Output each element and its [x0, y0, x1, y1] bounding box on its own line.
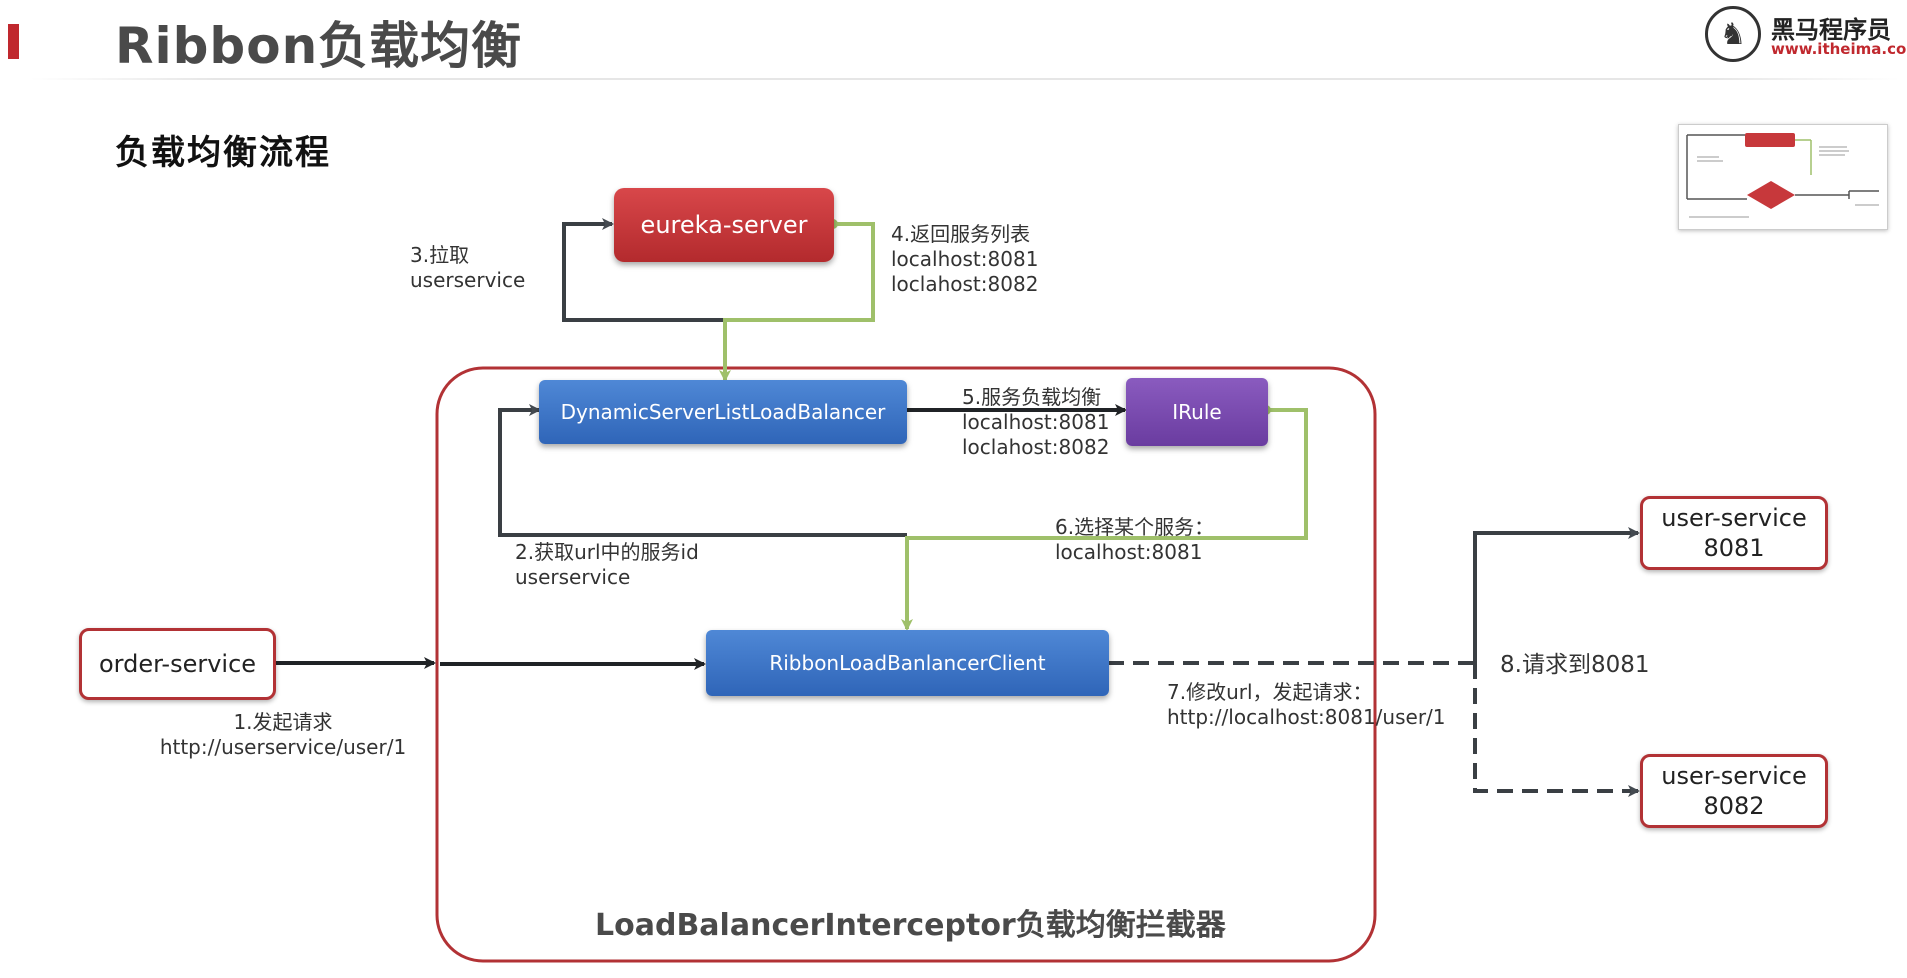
step2-title: 2.获取url中的服务id [515, 540, 699, 564]
step3-label: 3.拉取 userservice [410, 243, 525, 293]
step5-line2: loclahost:8082 [962, 435, 1110, 459]
step1-detail: http://userservice/user/1 [159, 735, 407, 759]
step1-title: 1.发起请求 [233, 710, 333, 734]
user-service-8082-port: 8082 [1703, 792, 1765, 820]
interceptor-container [435, 366, 1377, 963]
arrow-step4-return-list [719, 222, 875, 382]
arrow-step6-choose [901, 408, 1308, 631]
step2-detail: userservice [515, 565, 631, 589]
step5-title: 5.服务负载均衡 [962, 385, 1102, 409]
step7-detail: http://localhost:8081/user/1 [1167, 705, 1446, 729]
title-accent-bar [8, 24, 19, 59]
eureka-server-node: eureka-server [614, 188, 834, 262]
step3-title: 3.拉取 [410, 243, 470, 267]
step3-detail: userservice [410, 268, 526, 292]
step8-label: 8.请求到8081 [1500, 653, 1649, 678]
arrow-step2-service-id [498, 404, 907, 537]
logo-name: 黑马程序员 [1771, 16, 1891, 44]
order-service-node: order-service [79, 628, 276, 700]
user-service-8081-port: 8081 [1703, 534, 1765, 562]
step6-title: 6.选择某个服务： [1055, 515, 1215, 539]
interceptor-container-title: LoadBalancerInterceptor负载均衡拦截器 [595, 908, 1226, 943]
logo-url: www.itheima.com [1771, 40, 1907, 58]
ribbon-client-node: RibbonLoadBanlancerClient [706, 630, 1109, 696]
step4-line1: localhost:8081 [891, 247, 1039, 271]
eureka-server-label: eureka-server [640, 211, 808, 239]
user-service-8081-node: user-service 8081 [1640, 496, 1828, 570]
step4-label: 4.返回服务列表 localhost:8081 loclahost:8082 [891, 222, 1038, 297]
step6-detail: localhost:8081 [1055, 540, 1203, 564]
diagram-thumbnail[interactable] [1678, 124, 1888, 230]
order-service-label: order-service [98, 650, 257, 678]
user-service-8082-node: user-service 8082 [1640, 754, 1828, 828]
step6-label: 6.选择某个服务： localhost:8081 [1055, 515, 1214, 565]
step2-label: 2.获取url中的服务id userservice [515, 540, 699, 590]
step5-label: 5.服务负载均衡 localhost:8081 loclahost:8082 [962, 385, 1109, 460]
page-title: Ribbon负载均衡 [115, 17, 523, 75]
step4-line2: loclahost:8082 [891, 272, 1039, 296]
user-service-8081-name: user-service [1661, 504, 1807, 532]
title-divider [30, 78, 1900, 80]
ribbon-client-label: RibbonLoadBanlancerClient [769, 651, 1046, 675]
step8-title: 8.请求到8081 [1500, 652, 1650, 678]
irule-node: IRule [1126, 378, 1268, 446]
dynamic-lb-node: DynamicServerListLoadBalancer [539, 380, 907, 444]
step5-line1: localhost:8081 [962, 410, 1110, 434]
dynamic-lb-label: DynamicServerListLoadBalancer [560, 400, 886, 424]
step1-label: 1.发起请求 http://userservice/user/1 [148, 710, 418, 760]
arrow-alt-to-8082 [1473, 663, 1640, 797]
section-title: 负载均衡流程 [115, 133, 331, 173]
brand-logo: ♞ 黑马程序员 www.itheima.com [1705, 4, 1907, 64]
irule-label: IRule [1172, 400, 1222, 424]
arrow-step8-to-8081 [1473, 527, 1640, 663]
user-service-8082-name: user-service [1661, 762, 1807, 790]
step4-title: 4.返回服务列表 [891, 222, 1031, 246]
horse-logo-icon: ♞ [1705, 6, 1761, 62]
step7-title: 7.修改url，发起请求： [1167, 680, 1373, 704]
thumbnail-preview-image [1686, 133, 1879, 218]
step7-label: 7.修改url，发起请求： http://localhost:8081/user… [1167, 680, 1446, 730]
